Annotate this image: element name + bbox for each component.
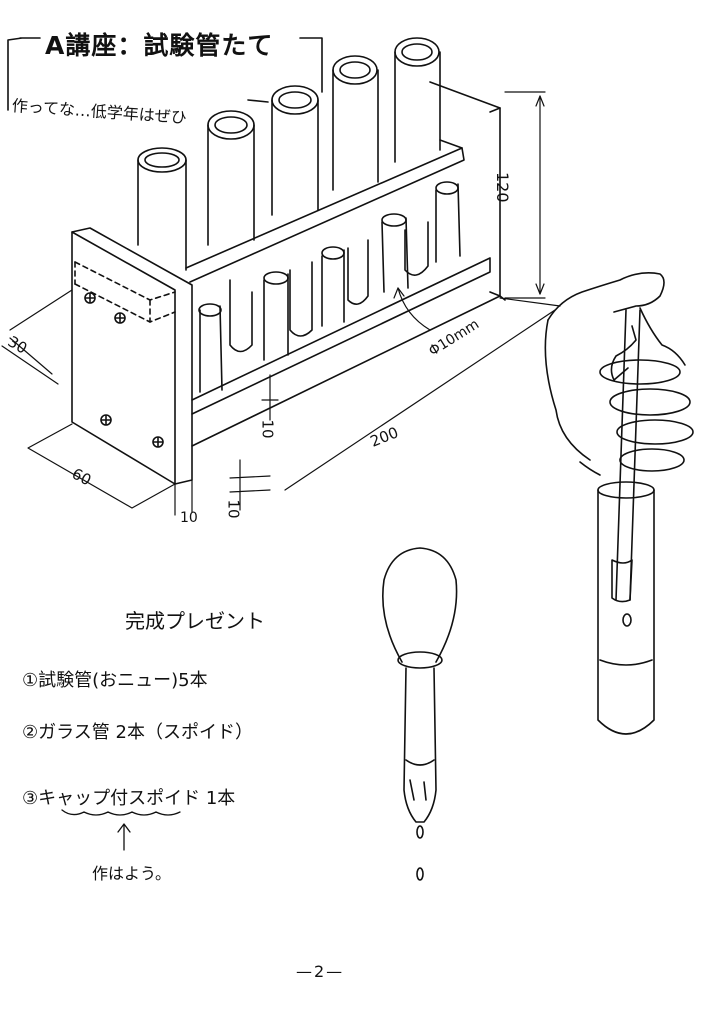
dimension-board-thickness: 10 [180, 510, 198, 526]
dimension-height: 120 [493, 172, 512, 203]
present-item-3: ③キャップ付スポイド 1本 [22, 788, 236, 809]
dimension-rail-thickness: 10 [258, 419, 277, 439]
page-number: —2— [296, 962, 345, 981]
dropper [382, 547, 458, 881]
page-title: A講座：試験管たて [45, 31, 274, 60]
hand-with-test-tube [544, 272, 694, 735]
present-item-1: ①試験管(おニュー)5本 [22, 670, 208, 691]
rack-base [191, 295, 506, 447]
screws [84, 292, 164, 448]
rack-top-rail [185, 139, 465, 283]
glass-tubes [198, 181, 461, 393]
item3-underline [61, 809, 181, 851]
rack-left-board [71, 227, 193, 485]
rack-right-board [429, 81, 501, 297]
test-tubes [137, 37, 441, 353]
dimension-front-thickness: 10 [224, 499, 243, 519]
presents-title: 完成プレゼント [125, 609, 265, 633]
dimension-lines [1, 91, 561, 516]
rack-bottom-rail [191, 257, 491, 415]
present-item-2: ②ガラス管 2本（スポイド） [22, 722, 253, 743]
presents-note: 作はよう。 [92, 864, 172, 883]
title-bracket [7, 37, 323, 111]
